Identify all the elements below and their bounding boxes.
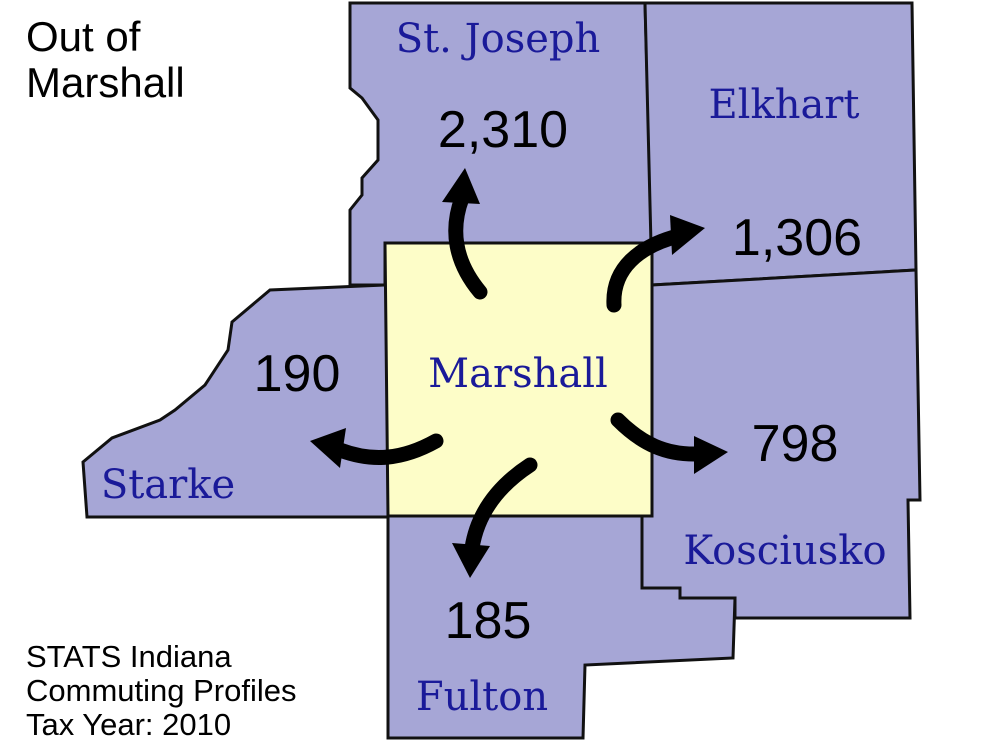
flow-arrow-starke [310, 428, 444, 468]
map-title-line-2: Marshall [26, 59, 185, 106]
county-label-marshall: Marshall [428, 351, 608, 397]
source-note: STATS Indiana Commuting Profiles Tax Yea… [26, 640, 296, 742]
county-label-st-joseph: St. Joseph [396, 16, 601, 62]
commuter-count-starke: 190 [254, 345, 341, 403]
county-label-starke: Starke [101, 462, 235, 508]
commuter-count-st-joseph: 2,310 [438, 101, 568, 159]
commuter-count-elkhart: 1,306 [732, 209, 862, 267]
county-starke [81, 283, 390, 519]
county-label-fulton: Fulton [416, 674, 548, 720]
map-title-line-1: Out of [26, 13, 141, 60]
source-note-line-2: Commuting Profiles [26, 673, 297, 708]
county-label-elkhart: Elkhart [708, 82, 859, 128]
map-title: Out of Marshall [26, 14, 185, 106]
county-marshall [383, 241, 654, 518]
county-label-kosciusko: Kosciusko [683, 528, 886, 574]
commuter-count-fulton: 185 [445, 592, 532, 650]
county-fulton [386, 514, 737, 740]
flow-arrow-st-joseph [442, 168, 488, 300]
source-note-line-1: STATS Indiana [26, 639, 232, 674]
commuter-count-kosciusko: 798 [752, 415, 839, 473]
flow-arrow-fulton [452, 457, 538, 578]
flow-arrow-kosciusko [610, 412, 728, 474]
source-note-line-3: Tax Year: 2010 [26, 707, 232, 742]
flow-arrow-elkhart [606, 215, 705, 313]
